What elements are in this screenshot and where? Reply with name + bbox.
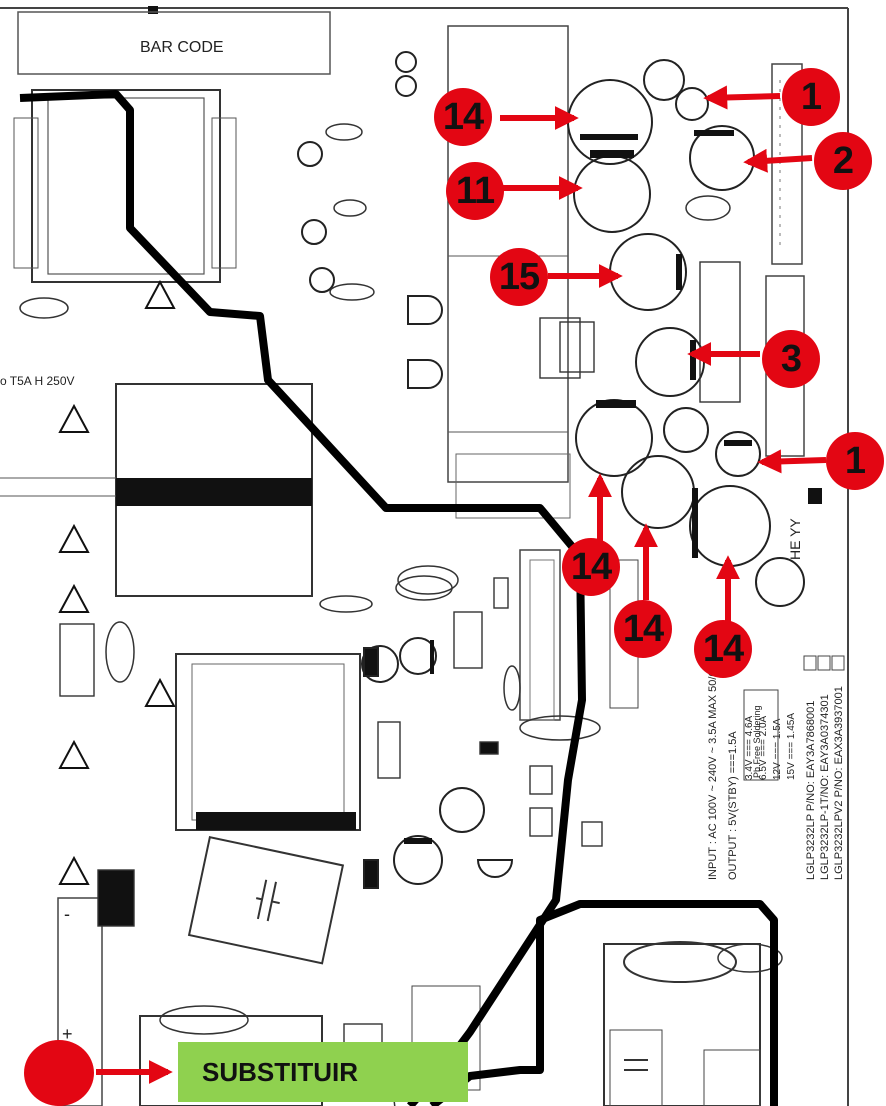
marker-1-top: 1: [782, 68, 840, 126]
model-line-1: LGLP3232LP P/NO: EAY3A7868001: [805, 701, 817, 880]
marker-15: 15: [490, 248, 548, 306]
input-label: INPUT : AC 100V ~ 240V ~ 3.5A MAX 50/60H…: [707, 651, 719, 880]
output-label: OUTPUT : 5V(STBY) ===1.5A: [727, 731, 739, 880]
marker-label: 14: [622, 607, 664, 650]
arrow-1-top: [703, 85, 781, 110]
film-capacitor: [187, 835, 345, 965]
marker-3: 3: [762, 330, 820, 388]
legend-substituir-box: SUBSTITUIR: [178, 1042, 468, 1102]
marker-label: 1: [844, 439, 866, 482]
marker-14-b: 14: [614, 600, 672, 658]
rail-line-4: 15V === 1.45A: [786, 713, 797, 780]
model-line-3: LGLP3232LPV2 P/NO: EAX3A3937001: [833, 686, 845, 880]
arrow-1-bottom: [757, 449, 827, 474]
marker-label: 15: [498, 255, 540, 298]
marker-1-bottom: 1: [826, 432, 884, 490]
marker-label: 14: [702, 627, 744, 670]
rail-line-2: 6.5V === 2.0A: [758, 715, 769, 780]
marker-label: 1: [800, 75, 822, 118]
marker-label: 2: [832, 139, 854, 182]
pb-free-label: Pb Free Soldering: [752, 705, 762, 778]
marker-14-c: 14: [694, 620, 752, 678]
marker-label: 14: [570, 545, 612, 588]
arrow-2: [743, 148, 813, 173]
legend-marker-dot: [24, 1040, 94, 1106]
fuse-label: o T5A H 250V: [0, 374, 75, 388]
marker-14-top: 14: [434, 88, 492, 146]
barcode-label: BAR CODE: [140, 39, 224, 56]
svg-text:-: -: [64, 904, 70, 924]
marker-label: 3: [780, 337, 802, 380]
model-line-2: LGLP3232LP-1T/NO: EAY3A0374301: [819, 694, 831, 880]
rail-line-1: 3.4V === 4.6A: [744, 715, 755, 780]
marker-label: 14: [442, 95, 484, 138]
marker-2: 2: [814, 132, 872, 190]
transformer-top-left: [31, 89, 221, 283]
marker-11: 11: [446, 162, 504, 220]
hazard-icons: [58, 279, 176, 885]
svg-text:+: +: [62, 1024, 73, 1044]
hs-label: HE YY: [787, 518, 803, 560]
legend-label: SUBSTITUIR: [202, 1056, 358, 1087]
marker-14-a: 14: [562, 538, 620, 596]
ground-traces: [19, 90, 778, 1106]
marker-label: 11: [455, 169, 495, 212]
